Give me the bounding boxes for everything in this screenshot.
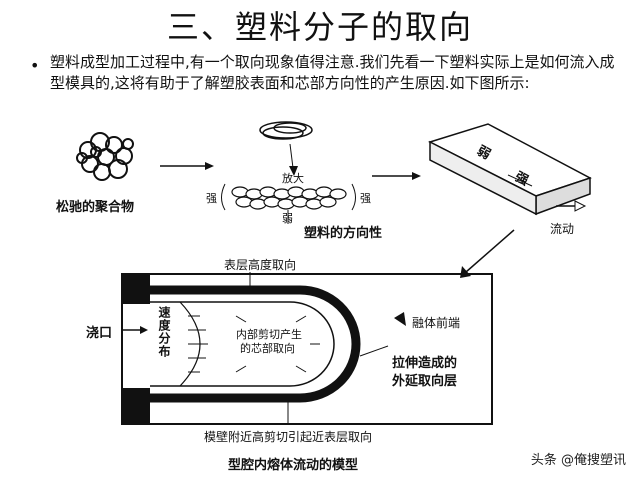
strong-left-label: 强 [206,192,217,205]
oriented-block-icon [428,123,592,216]
stretch-label-line1: 拉伸造成的 [392,356,458,371]
oriented-chain-icon [231,186,347,210]
surface-orientation-label: 表层高度取向 [224,258,297,272]
magnify-label: 放大 [282,172,304,185]
relaxed-polymer-icon [76,132,134,181]
gate-label: 浇口 [86,326,113,341]
weak-label: 弱 [282,212,293,225]
melt-front-label: 融体前端 [412,316,461,330]
orientation-label: 塑料的方向性 [304,226,383,241]
mold-caption: 型腔内熔体流动的模型 [228,458,359,473]
coil-icon [259,121,313,140]
bullet-marker: • [30,56,40,75]
core-label-line2: 的芯部取向 [240,342,295,355]
watermark: 头条 @俺搜塑讯 [530,453,626,468]
mold-cavity-diagram [121,273,493,425]
stretch-label-line2: 外延取向层 [392,374,458,389]
page-title: 三、塑料分子的取向 [166,8,473,46]
wall-shear-label: 模壁附近高剪切引起近表层取向 [204,430,373,444]
flow-label: 流动 [550,222,575,236]
core-label-line1: 内部剪切产生 [236,328,302,341]
intro-paragraph: 塑料成型加工过程中,有一个取向现象值得注意.我们先看一下塑料实际上是如何流入成型… [50,53,615,92]
strong-right-label: 强 [360,192,371,205]
relaxed-polymer-label: 松驰的聚合物 [56,200,135,215]
velocity-profile-label: 速度分布 [157,306,171,358]
